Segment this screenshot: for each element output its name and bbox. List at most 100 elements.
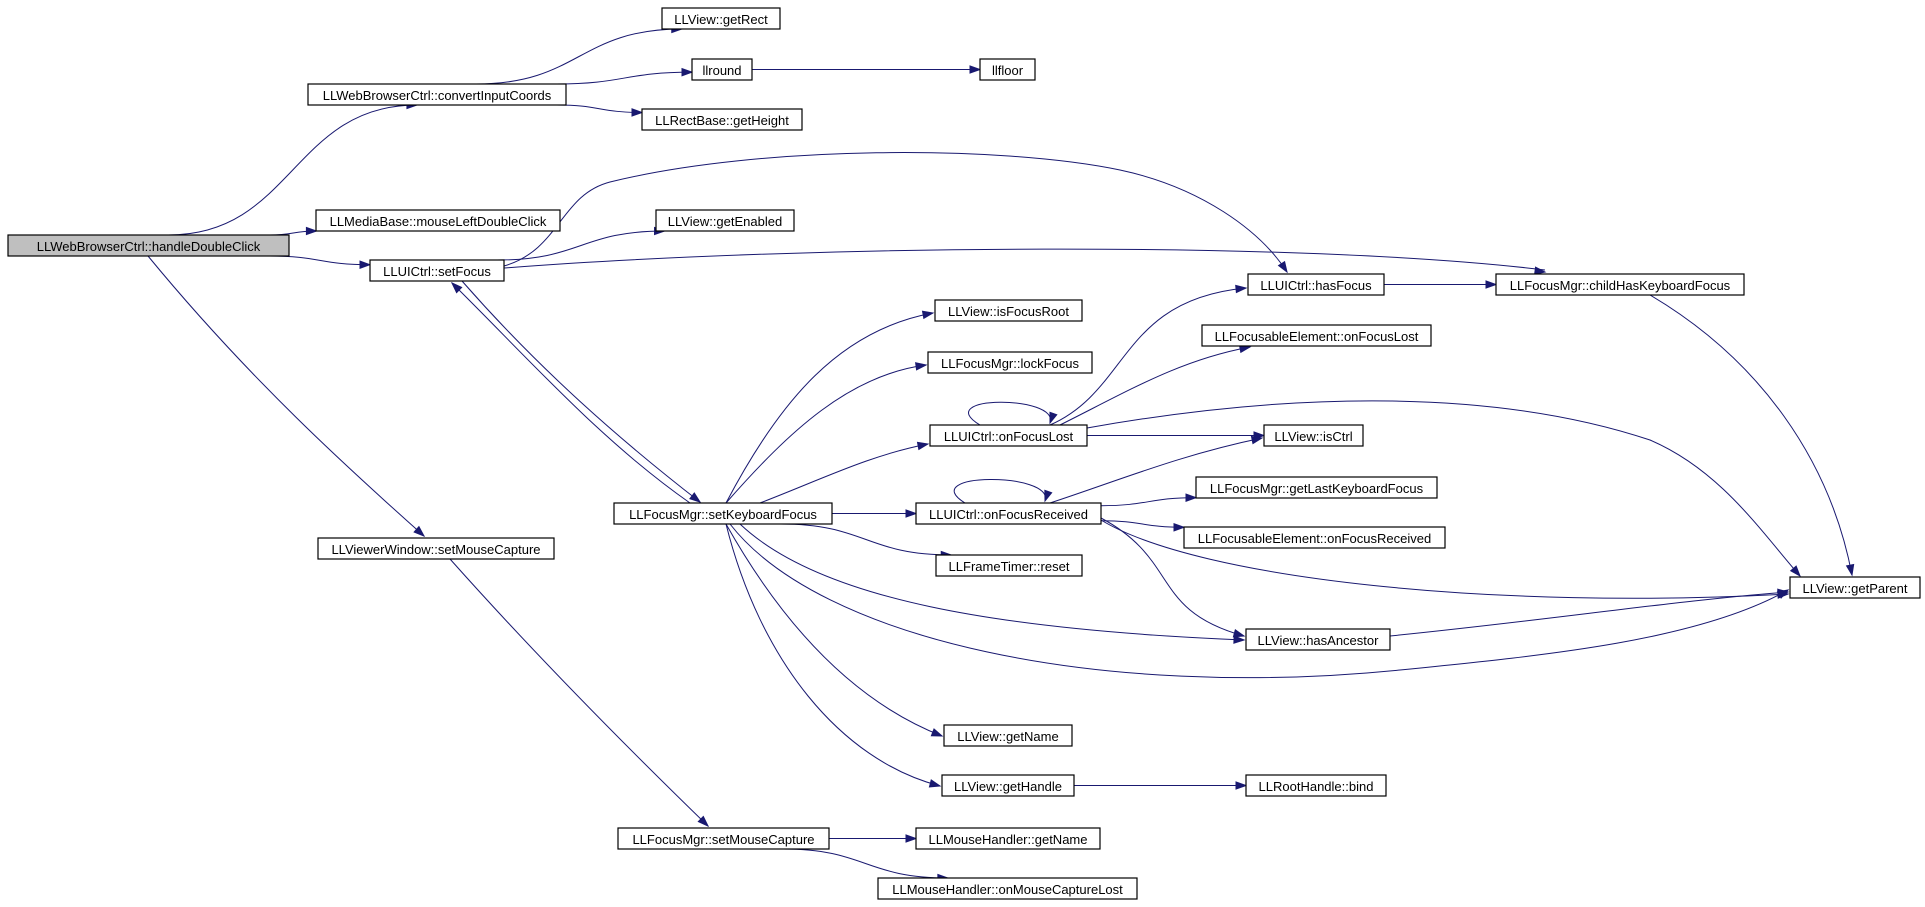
node-getParent[interactable]: LLView::getParent [1789, 576, 1921, 599]
edge-getHandle-to-bind-arrowhead [1235, 781, 1248, 790]
node-label: LLRootHandle::bind [1259, 779, 1374, 794]
edge-setKeyboardFocus-to-hasAncestor-arrowhead [1233, 635, 1246, 644]
node-setKeyboardFocus[interactable]: LLFocusMgr::setKeyboardFocus [613, 502, 833, 525]
node-onFocusReceived[interactable]: LLUICtrl::onFocusReceived [915, 502, 1102, 525]
node-box [1263, 424, 1364, 447]
node-getEnabled[interactable]: LLView::getEnabled [655, 209, 795, 232]
node-label: LLView::hasAncestor [1258, 633, 1380, 648]
edge-childHasKeyboardFocus-to-getParent [1649, 294, 1853, 576]
node-box [941, 774, 1075, 797]
edge-onFocusLost-to-getParent-arrowhead [1789, 565, 1801, 578]
edge-onFocusReceived-to-getLastKeyboardFocus [1100, 497, 1197, 507]
edge-onFocusLost-to-hasFocus [1049, 287, 1247, 426]
node-box [943, 724, 1073, 747]
node-getRect[interactable]: LLView::getRect [661, 7, 781, 30]
node-label: LLUICtrl::hasFocus [1260, 278, 1372, 293]
node-box [1183, 526, 1446, 549]
edge-setKeyboardFocus-to-getParent [729, 523, 1789, 679]
node-onFocusLost[interactable]: LLUICtrl::onFocusLost [929, 424, 1088, 447]
edge-onFocusReceived-to-onFocusReceived_fe [1100, 520, 1185, 528]
edge-setMouseCapture_fm-to-mh_getName-arrowhead [905, 834, 918, 843]
node-box [661, 7, 781, 30]
edge-setFocus-to-childHasKeyboardFocus-arrowhead [1534, 266, 1547, 275]
node-layer: LLWebBrowserCtrl::handleDoubleClick LLWeb… [7, 7, 1921, 900]
edge-convertInputCoords-to-getRect [476, 28, 682, 85]
node-setMouseCapture_fm[interactable]: LLFocusMgr::setMouseCapture [617, 827, 830, 850]
node-setMouseCapture_vw[interactable]: LLViewerWindow::setMouseCapture [317, 537, 555, 560]
node-box [1201, 324, 1432, 347]
edge-setKeyboardFocus-to-setFocus [451, 282, 691, 504]
edge-onFocusReceived-to-hasAncestor-arrowhead [1232, 629, 1246, 638]
node-onMouseCaptureLost[interactable]: LLMouseHandler::onMouseCaptureLost [877, 877, 1138, 900]
node-label: LLUICtrl::onFocusLost [944, 429, 1074, 444]
edge-root-to-mouseLeftDoubleClick-arrowhead [305, 226, 318, 236]
node-label: LLRectBase::getHeight [655, 113, 789, 128]
node-llfloor[interactable]: llfloor [979, 58, 1036, 81]
node-box [1789, 576, 1921, 599]
edge-setKeyboardFocus-to-isFocusRoot-arrowhead [921, 310, 935, 320]
node-box [927, 351, 1093, 374]
node-isCtrl[interactable]: LLView::isCtrl [1263, 424, 1364, 447]
node-getHeight[interactable]: LLRectBase::getHeight [641, 108, 803, 131]
edge-convertInputCoords-to-llround-arrowhead [681, 67, 694, 77]
node-box [877, 877, 1138, 900]
node-hasFocus[interactable]: LLUICtrl::hasFocus [1247, 273, 1385, 296]
edge-onFocusLost-to-onFocusLost [968, 401, 1051, 426]
node-label: LLView::getHandle [954, 779, 1062, 794]
node-reset[interactable]: LLFrameTimer::reset [935, 554, 1083, 577]
node-box [7, 234, 290, 257]
edge-convertInputCoords-to-getHeight-arrowhead [631, 108, 644, 117]
edge-setKeyboardFocus-to-onFocusLost [759, 443, 929, 504]
node-onFocusLost_fe[interactable]: LLFocusableElement::onFocusLost [1201, 324, 1432, 347]
edge-setKeyboardFocus-to-isFocusRoot [725, 312, 934, 504]
edge-convertInputCoords-to-llround [556, 71, 693, 85]
edge-setKeyboardFocus-to-getHandle-arrowhead [928, 779, 942, 788]
edge-childHasKeyboardFocus-to-getParent-arrowhead [1845, 563, 1855, 577]
node-convertInputCoords[interactable]: LLWebBrowserCtrl::convertInputCoords [307, 83, 567, 106]
node-root[interactable]: LLWebBrowserCtrl::handleDoubleClick [7, 234, 290, 257]
node-llround[interactable]: llround [691, 58, 753, 81]
edge-hasAncestor-to-getParent [1389, 591, 1789, 637]
node-box [369, 259, 505, 282]
node-onFocusReceived_fe[interactable]: LLFocusableElement::onFocusReceived [1183, 526, 1446, 549]
node-label: LLViewerWindow::setMouseCapture [331, 542, 540, 557]
edge-llround-to-llfloor-arrowhead [969, 65, 982, 74]
node-label: llfloor [992, 63, 1024, 78]
node-label: LLView::getParent [1802, 581, 1907, 596]
node-getHandle[interactable]: LLView::getHandle [941, 774, 1075, 797]
node-label: LLWebBrowserCtrl::convertInputCoords [323, 88, 552, 103]
edge-setKeyboardFocus-to-getHandle [725, 523, 941, 787]
node-bind[interactable]: LLRootHandle::bind [1245, 774, 1387, 797]
edge-setKeyboardFocus-to-lockFocus [725, 364, 927, 504]
node-lockFocus[interactable]: LLFocusMgr::lockFocus [927, 351, 1093, 374]
edge-setMouseCapture_fm-to-onMouseCaptureLost [783, 848, 948, 879]
node-hasAncestor[interactable]: LLView::hasAncestor [1245, 628, 1391, 651]
node-isFocusRoot[interactable]: LLView::isFocusRoot [934, 299, 1083, 322]
node-label: LLView::getName [957, 729, 1058, 744]
node-box [934, 299, 1083, 322]
edge-onFocusReceived-to-isCtrl-arrowhead [1250, 435, 1264, 445]
node-childHasKeyboardFocus[interactable]: LLFocusMgr::childHasKeyboardFocus [1495, 273, 1745, 296]
node-box [1245, 774, 1387, 797]
node-box [915, 502, 1102, 525]
edge-convertInputCoords-to-getHeight [556, 104, 643, 113]
edge-setKeyboardFocus-to-hasAncestor [739, 523, 1245, 641]
node-mh_getName[interactable]: LLMouseHandler::getName [915, 827, 1101, 850]
node-getLastKeyboardFocus[interactable]: LLFocusMgr::getLastKeyboardFocus [1195, 476, 1438, 499]
node-box [617, 827, 830, 850]
node-mouseLeftDoubleClick[interactable]: LLMediaBase::mouseLeftDoubleClick [315, 209, 561, 232]
node-label: LLMediaBase::mouseLeftDoubleClick [330, 214, 547, 229]
node-box [315, 209, 561, 232]
edge-root-to-convertInputCoords [168, 104, 417, 236]
node-box [1247, 273, 1385, 296]
node-label: LLFocusMgr::setMouseCapture [632, 832, 814, 847]
edge-onFocusReceived-to-getLastKeyboardFocus-arrowhead [1185, 493, 1198, 502]
edge-root-to-setFocus-arrowhead [359, 260, 372, 270]
node-label: LLFrameTimer::reset [949, 559, 1070, 574]
node-setFocus[interactable]: LLUICtrl::setFocus [369, 259, 505, 282]
node-getName[interactable]: LLView::getName [943, 724, 1073, 747]
edge-setKeyboardFocus-to-reset [780, 523, 952, 556]
node-label: LLView::getRect [674, 12, 768, 27]
node-label: LLUICtrl::setFocus [383, 264, 491, 279]
edge-setFocus-to-childHasKeyboardFocus [503, 248, 1546, 271]
